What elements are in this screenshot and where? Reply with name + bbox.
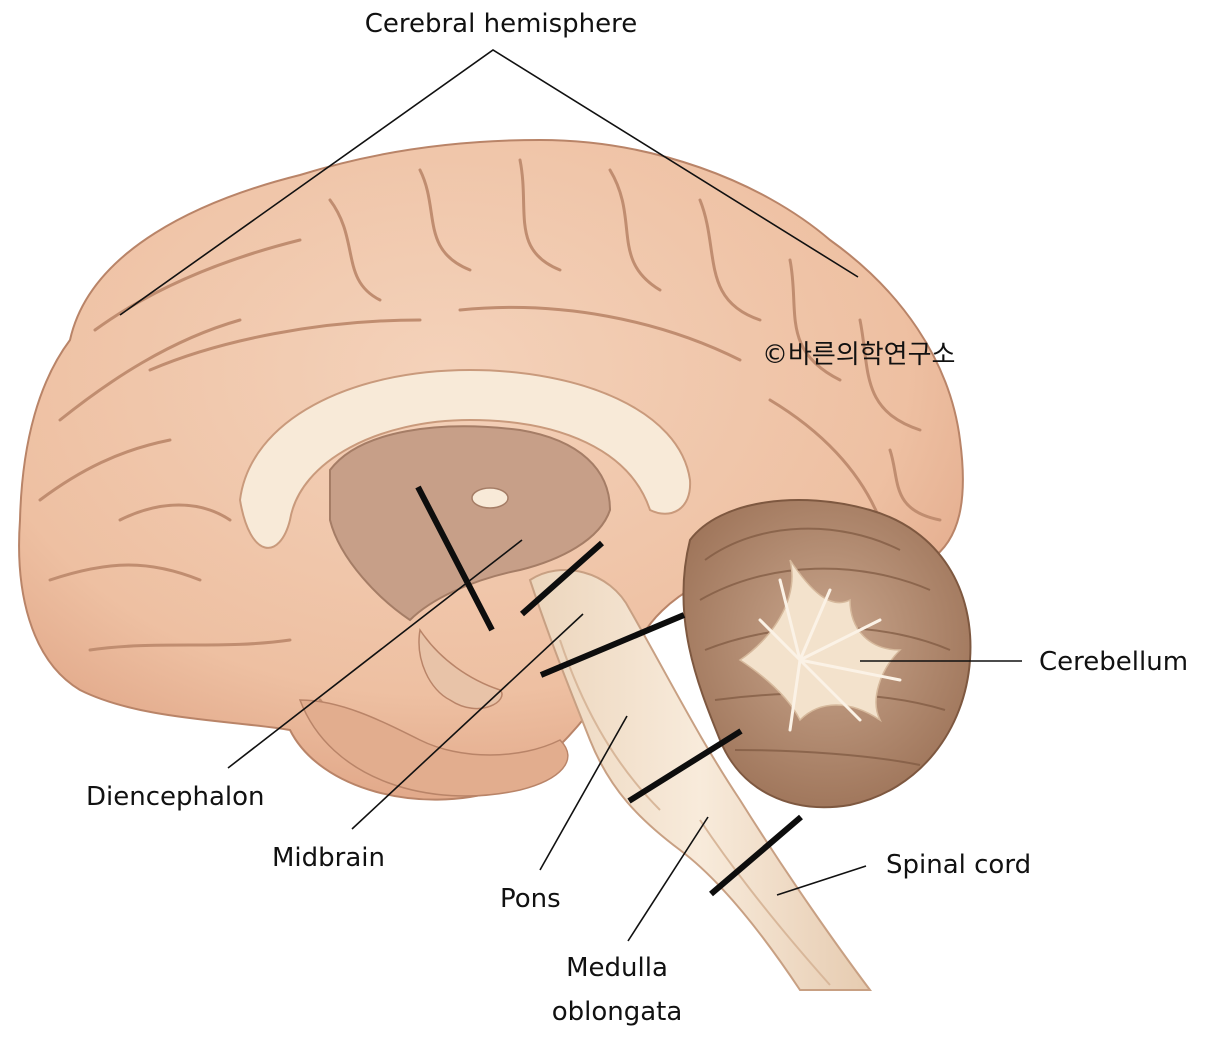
label-diencephalon: Diencephalon [86, 782, 265, 812]
label-pons: Pons [500, 884, 561, 914]
leader-lines [119, 49, 1022, 942]
leader-medulla-oblongata [627, 816, 709, 942]
divider-pons-medulla [627, 728, 743, 804]
temporal-lobe-shape [298, 699, 569, 797]
leader-diencephalon [227, 539, 523, 769]
label-medulla-line2: oblongata [552, 997, 683, 1027]
diencephalon-shape [329, 425, 612, 710]
corpus-callosum-shape [238, 368, 692, 549]
divider-medulla-spinal-cord [709, 814, 803, 897]
leader-pons [539, 715, 628, 871]
cerebellum-shape [682, 499, 972, 809]
leader-spinal-cord [776, 865, 867, 896]
label-cerebellum: Cerebellum [1039, 647, 1188, 677]
leader-midbrain [351, 613, 584, 830]
leader-cerebral-hemisphere [119, 49, 859, 316]
copyright-watermark: ©바른의학연구소 [762, 340, 955, 370]
divider-midbrain-upper [520, 540, 604, 617]
label-medulla-line1: Medulla [566, 953, 668, 983]
divider-diencephalon-midbrain [415, 485, 495, 632]
label-cerebral-hemisphere: Cerebral hemisphere [365, 9, 638, 39]
label-midbrain: Midbrain [272, 843, 385, 873]
label-spinal-cord: Spinal cord [886, 850, 1031, 880]
region-dividers [415, 485, 803, 897]
divider-midbrain-pons [539, 612, 686, 678]
